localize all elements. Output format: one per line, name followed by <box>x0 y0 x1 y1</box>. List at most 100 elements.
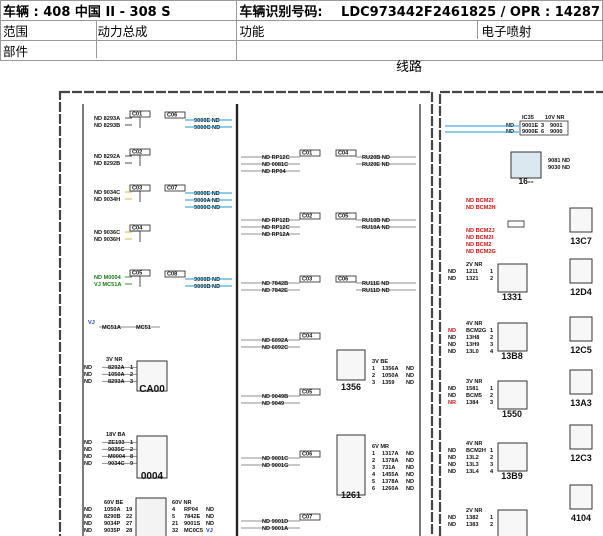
pin-wire: 8290B <box>104 514 120 520</box>
pin-number: 1 <box>490 448 493 454</box>
component-id: 13A3 <box>570 398 592 408</box>
ic35-box <box>519 120 569 136</box>
pin-number: 4 <box>490 349 494 355</box>
connector-code: C04 <box>302 334 313 340</box>
pin-wire: 8292A <box>108 365 124 371</box>
center-right-box <box>335 275 357 283</box>
pin-number: 1 <box>130 365 133 371</box>
pin-color: ND <box>448 386 456 392</box>
center-left-label: ND RP12C <box>262 155 290 161</box>
connector-code: C01 <box>302 151 312 157</box>
center-connector-box <box>299 332 321 340</box>
component-header: 10V NR <box>545 115 565 121</box>
pin-wire: 13L2 <box>466 455 479 461</box>
right-16-label: 9030 ND <box>548 165 570 171</box>
pin-wire: 9001S <box>184 521 200 527</box>
pin-number: 4 <box>490 469 494 475</box>
pin-color: ND <box>448 342 456 348</box>
component-box <box>569 316 593 342</box>
pin-wire: 8293A <box>108 379 124 385</box>
pin-number: 9 <box>130 461 133 467</box>
center-left-label: ND 9049B <box>262 394 288 400</box>
right-16-label: 9081 ND <box>548 158 570 164</box>
pin-wire: 9035P <box>104 528 120 534</box>
pin-wire: 1383 <box>466 522 478 528</box>
component-box <box>497 322 528 352</box>
left-wire-label: ND 9034H <box>94 197 120 203</box>
vj-code: MC51A <box>102 325 121 331</box>
red-wire-label: ND BCM2J <box>466 228 495 234</box>
function-cell: 功能 电子喷射 <box>236 20 603 41</box>
connector-code: C04 <box>338 151 349 157</box>
pin-number: 5 <box>172 514 175 520</box>
pin-color: ND <box>206 521 214 527</box>
pin-number: 3 <box>372 465 375 471</box>
left-wire-label: ND 8293A <box>94 116 120 122</box>
pin-wire: 13L4 <box>466 469 480 475</box>
component-box <box>569 424 593 450</box>
pin-color: ND <box>448 349 456 355</box>
pin-wire: 1382 <box>466 515 478 521</box>
component-header: 60V BE <box>104 500 124 506</box>
connector-code: C06 <box>167 113 177 119</box>
center-left-label: ND 6092C <box>262 345 288 351</box>
mid-wire-label: 9000D ND <box>194 277 220 283</box>
pin-wire: RP04 <box>184 507 199 513</box>
pin-color: ND <box>406 380 414 386</box>
mid-wire-label: 9000A ND <box>194 198 220 204</box>
connector-code: C07 <box>302 515 312 521</box>
pin-wire: 9001E <box>522 123 538 129</box>
center-right-label: RU11D ND <box>362 288 390 294</box>
connector-code: C04 <box>132 226 143 232</box>
center-connector-box <box>299 149 321 157</box>
pin-color: ND <box>406 366 414 372</box>
left-wire-label: ND 9036H <box>94 237 120 243</box>
pin-color: ND <box>206 514 214 520</box>
pin-wire: M0004 <box>108 454 126 460</box>
mid-wire-label: 9000B ND <box>194 284 220 290</box>
mid-wire-label: 9000C ND <box>194 125 220 131</box>
pin-color: ND <box>84 454 92 460</box>
component-header: 2V NR <box>466 262 482 268</box>
pin-color: ND <box>448 448 456 454</box>
part-empty-cell <box>236 40 603 61</box>
pin-number: 6 <box>541 129 544 135</box>
component-box <box>497 509 528 536</box>
center-right-label: RU11E ND <box>362 281 389 287</box>
pin-number: 2 <box>490 335 493 341</box>
pin-wire: 9035C <box>108 447 124 453</box>
pin-wire: 13H8 <box>466 335 479 341</box>
component-id: 13B8 <box>501 351 523 361</box>
pin-wire: 1384 <box>466 400 479 406</box>
center-left-label: ND RP12C <box>262 225 290 231</box>
component-box <box>569 369 593 395</box>
component-id: 0004 <box>141 471 164 482</box>
center-connector-box <box>299 275 321 283</box>
pin-wire: 1378A <box>382 479 398 485</box>
pin-number: 22 <box>126 514 132 520</box>
left-wire-label: ND M0004 <box>94 275 122 281</box>
center-left-label: ND 7842E <box>262 288 288 294</box>
pin-color: ND <box>84 447 92 453</box>
connector-code: C01 <box>132 112 142 118</box>
pin-color: ND <box>84 521 92 527</box>
pin-number: 2 <box>490 276 493 282</box>
pin-wire: 9001 <box>550 123 562 129</box>
red-wire-label: ND BCM2I <box>466 235 493 241</box>
pin-wire: 1359 <box>382 380 394 386</box>
pin-wire: 9034P <box>104 521 120 527</box>
pin-color: ND <box>406 465 414 471</box>
mid-wire-label: 9000E ND <box>194 191 220 197</box>
component-box <box>336 349 366 381</box>
pin-number: 1 <box>490 386 493 392</box>
pin-color: ND <box>448 276 456 282</box>
connector-code: C05 <box>302 390 312 396</box>
ecu-box <box>135 497 167 536</box>
connector-code: C05 <box>132 271 142 277</box>
pin-color: ND <box>406 451 414 457</box>
left-wire-label: ND 8293B <box>94 123 120 129</box>
red-wire-label: ND BCM2H <box>466 205 496 211</box>
pin-wire: 7842E <box>184 514 200 520</box>
pin-number: 3 <box>372 380 375 386</box>
pin-wire: 731A <box>382 465 395 471</box>
